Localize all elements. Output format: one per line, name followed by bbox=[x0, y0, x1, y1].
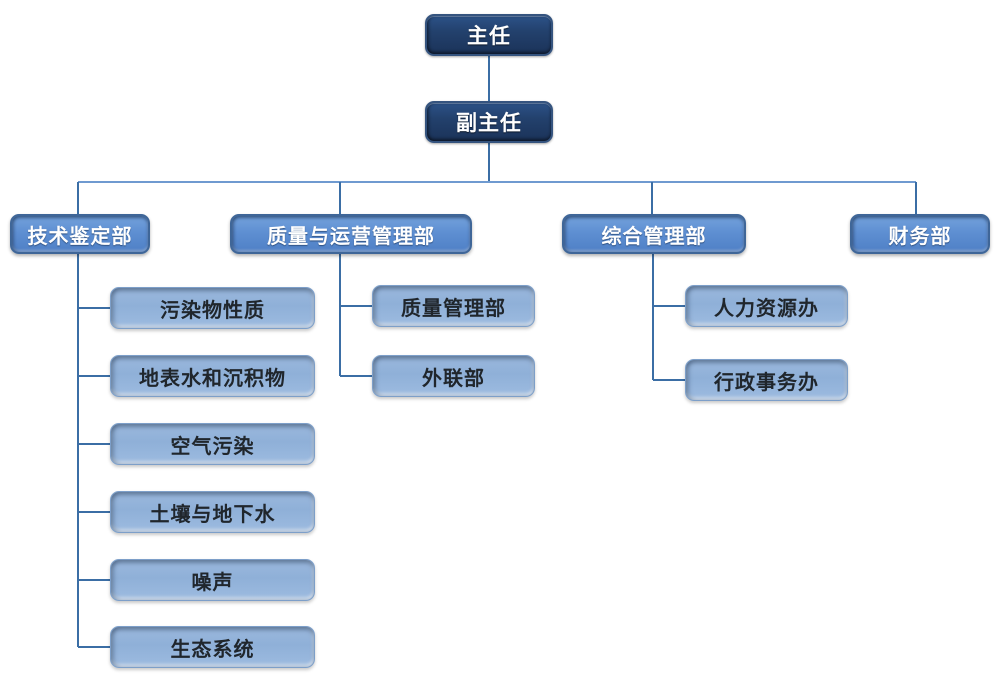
node-deputy-director[interactable]: 副主任 bbox=[425, 101, 553, 143]
node-dept-finance-label: 财务部 bbox=[888, 225, 952, 248]
node-human-resources[interactable]: 人力资源办 bbox=[685, 285, 848, 327]
node-external-liaison[interactable]: 外联部 bbox=[372, 355, 535, 397]
node-director-label: 主任 bbox=[467, 25, 511, 48]
node-dept-quality-ops-label: 质量与运营管理部 bbox=[267, 225, 435, 248]
node-director[interactable]: 主任 bbox=[425, 14, 553, 56]
node-dept-technical-label: 技术鉴定部 bbox=[27, 225, 133, 248]
node-administrative-affairs[interactable]: 行政事务办 bbox=[685, 359, 848, 401]
node-pollutant-properties[interactable]: 污染物性质 bbox=[110, 287, 315, 329]
node-dept-quality-ops[interactable]: 质量与运营管理部 bbox=[230, 214, 472, 254]
node-dept-finance[interactable]: 财务部 bbox=[850, 214, 990, 254]
node-soil-groundwater[interactable]: 土壤与地下水 bbox=[110, 491, 315, 533]
node-external-liaison-label: 外联部 bbox=[422, 367, 485, 390]
node-air-pollution-label: 空气污染 bbox=[170, 435, 255, 458]
node-ecosystem-label: 生态系统 bbox=[170, 638, 255, 661]
node-surface-water-sediment[interactable]: 地表水和沉积物 bbox=[110, 355, 315, 397]
node-noise[interactable]: 噪声 bbox=[110, 559, 315, 601]
node-administrative-affairs-label: 行政事务办 bbox=[714, 371, 819, 394]
node-ecosystem[interactable]: 生态系统 bbox=[110, 626, 315, 668]
node-noise-label: 噪声 bbox=[191, 571, 234, 594]
node-surface-water-sediment-label: 地表水和沉积物 bbox=[139, 367, 286, 390]
node-quality-management[interactable]: 质量管理部 bbox=[372, 285, 535, 327]
node-soil-groundwater-label: 土壤与地下水 bbox=[149, 503, 276, 526]
node-air-pollution[interactable]: 空气污染 bbox=[110, 423, 315, 465]
node-human-resources-label: 人力资源办 bbox=[714, 297, 819, 320]
node-dept-general-label: 综合管理部 bbox=[601, 225, 707, 248]
node-pollutant-properties-label: 污染物性质 bbox=[160, 299, 265, 322]
node-dept-general[interactable]: 综合管理部 bbox=[562, 214, 746, 254]
node-deputy-director-label: 副主任 bbox=[456, 112, 522, 135]
node-dept-technical[interactable]: 技术鉴定部 bbox=[10, 214, 150, 254]
node-quality-management-label: 质量管理部 bbox=[401, 297, 506, 320]
